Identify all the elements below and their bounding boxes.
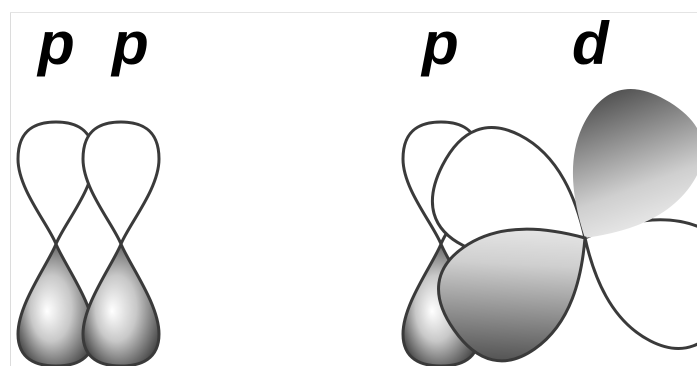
label-p-right: p bbox=[422, 10, 459, 77]
d-orbital bbox=[412, 69, 697, 366]
p-orbital-left-2 bbox=[81, 120, 161, 366]
label-d-right: d bbox=[572, 10, 609, 77]
frame-edge-top bbox=[10, 12, 697, 13]
label-p-left-2: p bbox=[112, 10, 149, 77]
frame-edge-left bbox=[10, 12, 11, 366]
label-p-left-1: p bbox=[38, 10, 75, 77]
